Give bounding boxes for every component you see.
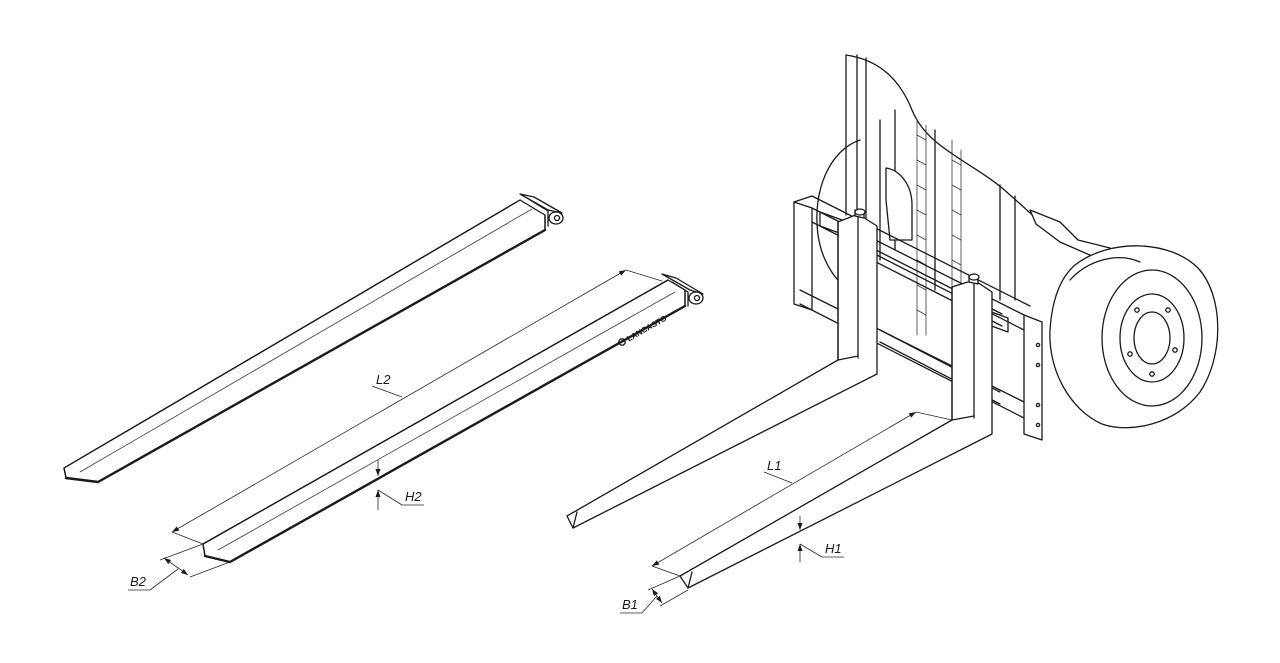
near-tire <box>1049 245 1219 429</box>
carriage <box>793 195 1043 441</box>
dimension-l2: L2 <box>171 269 663 545</box>
dimension-b1: B1 <box>620 575 689 614</box>
label-l1: L1 <box>767 458 781 473</box>
label-l2: L2 <box>376 372 391 387</box>
dimension-h2: H2 <box>375 460 424 510</box>
brand-logo: LANCASTO <box>618 314 668 346</box>
fork-extension-left <box>63 193 564 484</box>
brand-logo-text: LANCASTO <box>625 314 668 344</box>
dimension-h1: H1 <box>797 516 844 562</box>
mast <box>845 54 1119 336</box>
forklift <box>566 54 1219 589</box>
fork-extension-right: LANCASTO <box>202 273 704 564</box>
label-h2: H2 <box>405 489 422 504</box>
label-h1: H1 <box>825 541 842 556</box>
far-tire <box>816 139 861 291</box>
fork-far <box>566 208 878 529</box>
dimension-l1: L1 <box>651 411 953 577</box>
label-b2: B2 <box>130 574 147 589</box>
label-b1: B1 <box>622 597 638 612</box>
dimension-b2: B2 <box>128 543 231 591</box>
